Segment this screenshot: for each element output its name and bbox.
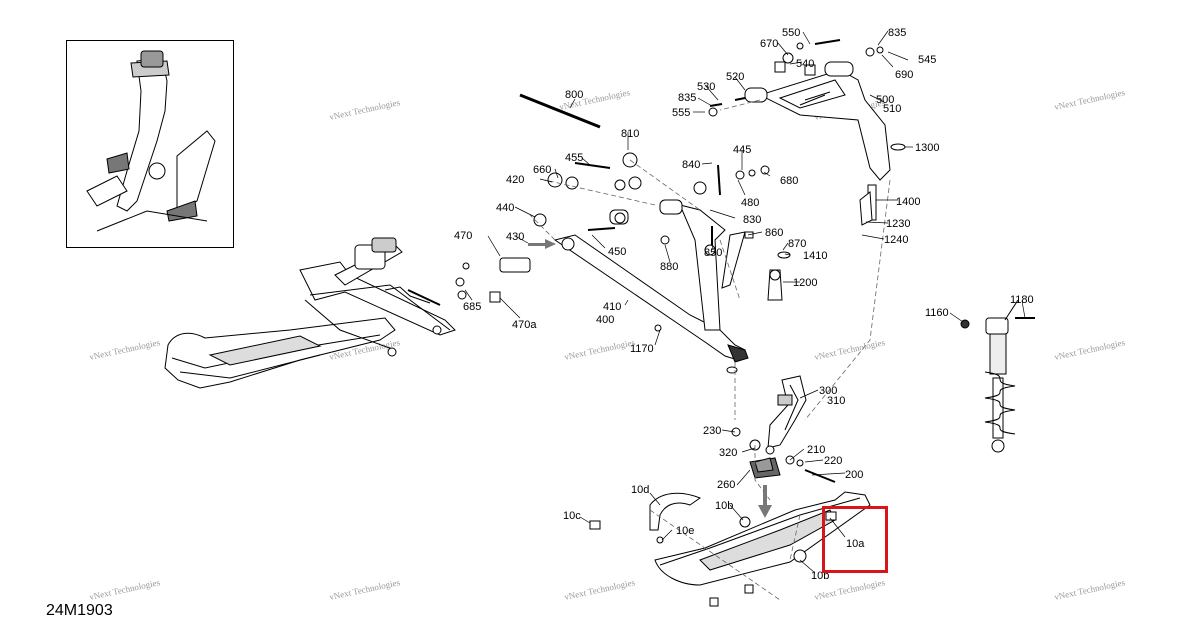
callout-470: 470 (454, 230, 472, 242)
callout-450: 450 (608, 246, 626, 258)
callout-870: 870 (788, 238, 806, 250)
callout-1180: 1180 (1010, 294, 1034, 306)
callout-260: 260 (717, 479, 735, 491)
watermark-text: vNext Technologies (1053, 577, 1126, 602)
callout-410: 410 (603, 301, 621, 313)
callout-10b-upper: 10b (715, 500, 733, 512)
callout-1160: 1160 (925, 307, 949, 319)
callout-1200: 1200 (793, 277, 817, 289)
assembly-lines (529, 99, 891, 601)
callout-555: 555 (672, 107, 690, 119)
ski-leg (767, 375, 807, 449)
callout-10b-lower: 10b (811, 570, 829, 582)
callout-500: 500 (876, 94, 894, 106)
watermark-text: vNext Technologies (813, 337, 886, 362)
callout-835b: 835 (678, 92, 696, 104)
callout-200: 200 (845, 469, 863, 481)
callout-1240: 1240 (884, 234, 908, 246)
direction-arrows (528, 239, 772, 518)
callout-685: 685 (463, 301, 481, 313)
callout-1410: 1410 (803, 250, 827, 262)
callout-810: 810 (621, 128, 639, 140)
hardware (455, 39, 1019, 607)
callout-10c: 10c (563, 510, 581, 522)
callout-10e: 10e (676, 525, 694, 537)
upper-a-arm (744, 61, 891, 181)
callout-660: 660 (533, 164, 551, 176)
watermark-text: vNext Technologies (88, 337, 161, 362)
callout-400: 400 (596, 314, 614, 326)
callout-210: 210 (807, 444, 825, 456)
callout-445: 445 (733, 144, 751, 156)
watermark-text: vNext Technologies (1053, 337, 1126, 362)
callout-230: 230 (703, 425, 721, 437)
callout-850: 850 (704, 247, 722, 259)
callout-860: 860 (765, 227, 783, 239)
callout-320: 320 (719, 447, 737, 459)
callout-480: 480 (741, 197, 759, 209)
callout-labels: 550 670 835 545 690 540 520 530 835 555 … (454, 27, 1034, 582)
watermark-text: vNext Technologies (328, 97, 401, 122)
ski (649, 491, 871, 586)
watermark-text: vNext Technologies (88, 577, 161, 602)
drawing-id: 24M1903 (46, 602, 113, 619)
watermark-text: vNext Technologies (563, 337, 636, 362)
callout-1400: 1400 (896, 196, 920, 208)
callout-530: 530 (697, 81, 715, 93)
watermark-text: vNext Technologies (1053, 87, 1126, 112)
overview-ski-assembly (164, 237, 456, 389)
callout-455: 455 (565, 152, 583, 164)
spindle-parts (721, 184, 877, 301)
shock-absorber (960, 317, 1035, 453)
watermark-text: vNext Technologies (328, 577, 401, 602)
inset-drawing (86, 50, 216, 232)
callout-10a: 10a (846, 538, 865, 550)
callout-1170: 1170 (630, 343, 654, 355)
callout-300: 300 (819, 385, 837, 397)
callout-540: 540 (796, 58, 814, 70)
callout-1230: 1230 (886, 218, 910, 230)
callout-800: 800 (565, 89, 583, 101)
callout-440: 440 (496, 202, 514, 214)
callout-220: 220 (824, 455, 842, 467)
callout-520: 520 (726, 71, 744, 83)
highlight-box (822, 506, 888, 573)
callout-835a: 835 (888, 27, 906, 39)
callout-670: 670 (760, 38, 778, 50)
lower-a-arm (553, 199, 749, 363)
leader-lines (464, 30, 1026, 574)
callout-470a: 470a (512, 319, 537, 331)
callout-10d: 10d (631, 484, 649, 496)
callout-430: 430 (506, 231, 524, 243)
callout-420: 420 (506, 174, 524, 186)
ski-block (749, 457, 781, 479)
callout-690: 690 (895, 69, 913, 81)
callout-880: 880 (660, 261, 678, 273)
callout-1300: 1300 (915, 142, 939, 154)
inset-overview (66, 40, 234, 248)
callout-840: 840 (682, 159, 700, 171)
callout-545: 545 (918, 54, 936, 66)
callout-830: 830 (743, 214, 761, 226)
watermark-text: vNext Technologies (563, 577, 636, 602)
callout-680: 680 (780, 175, 798, 187)
callout-510: 510 (883, 103, 901, 115)
callout-550: 550 (782, 27, 800, 39)
callout-310: 310 (827, 395, 845, 407)
